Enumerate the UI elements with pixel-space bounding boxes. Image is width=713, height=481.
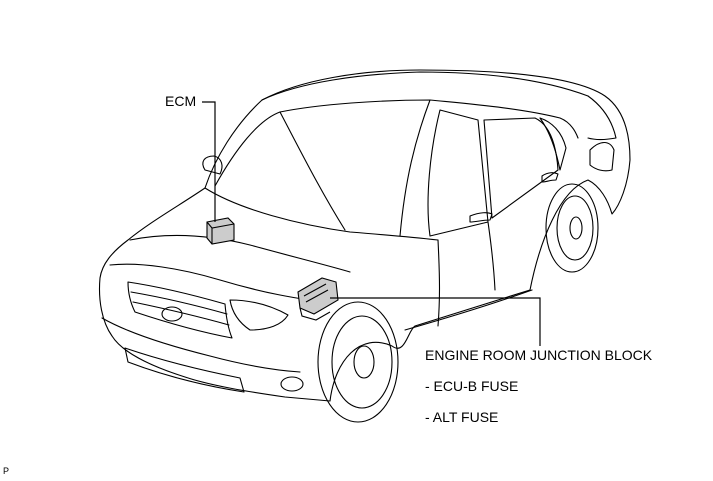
headlight	[229, 299, 289, 331]
hood-front-edge	[109, 263, 331, 303]
hood-crease	[129, 234, 351, 273]
grille-bar-2	[132, 301, 230, 326]
rear-light	[589, 141, 615, 172]
roof-line	[261, 71, 589, 101]
windshield	[214, 99, 431, 237]
junction-block-component	[297, 277, 339, 321]
rear-wheel-rim	[556, 195, 594, 261]
ecm-label: ECM	[165, 93, 197, 109]
car-body-outline	[98, 69, 631, 402]
alt-fuse-label: - ALT FUSE	[425, 409, 499, 425]
grille-bar-1	[130, 291, 228, 315]
quarter-window	[539, 117, 567, 171]
engine-room-junction-block-label: ENGINE ROOM JUNCTION BLOCK	[425, 347, 653, 363]
hood-edge	[204, 187, 439, 241]
fog-light	[280, 376, 304, 392]
figure-code-label: P	[3, 466, 10, 476]
ecm-leader-line	[202, 101, 216, 222]
lower-intake	[124, 347, 245, 393]
rear-door-line	[487, 221, 496, 291]
rear-window	[587, 95, 617, 141]
a-pillar	[429, 99, 579, 139]
front-tire	[317, 301, 399, 423]
windshield-lower	[279, 111, 346, 231]
front-hub	[353, 345, 375, 379]
ecu-b-fuse-label: - ECU-B FUSE	[425, 378, 519, 394]
front-door-handle	[469, 212, 493, 223]
side-mirror	[202, 155, 223, 175]
rear-hub	[569, 216, 583, 240]
grille	[127, 281, 233, 339]
junction-block-leader-line	[330, 297, 541, 346]
emblem	[161, 306, 183, 322]
rear-door-handle	[541, 172, 559, 183]
door-sill	[404, 289, 533, 331]
front-bumper	[101, 317, 301, 373]
ecm-component	[206, 217, 235, 245]
front-wheel-rim	[331, 315, 393, 409]
rear-door-window	[483, 117, 559, 219]
front-door-line	[437, 239, 441, 327]
front-door-window	[427, 109, 489, 237]
rear-tire	[545, 183, 599, 273]
